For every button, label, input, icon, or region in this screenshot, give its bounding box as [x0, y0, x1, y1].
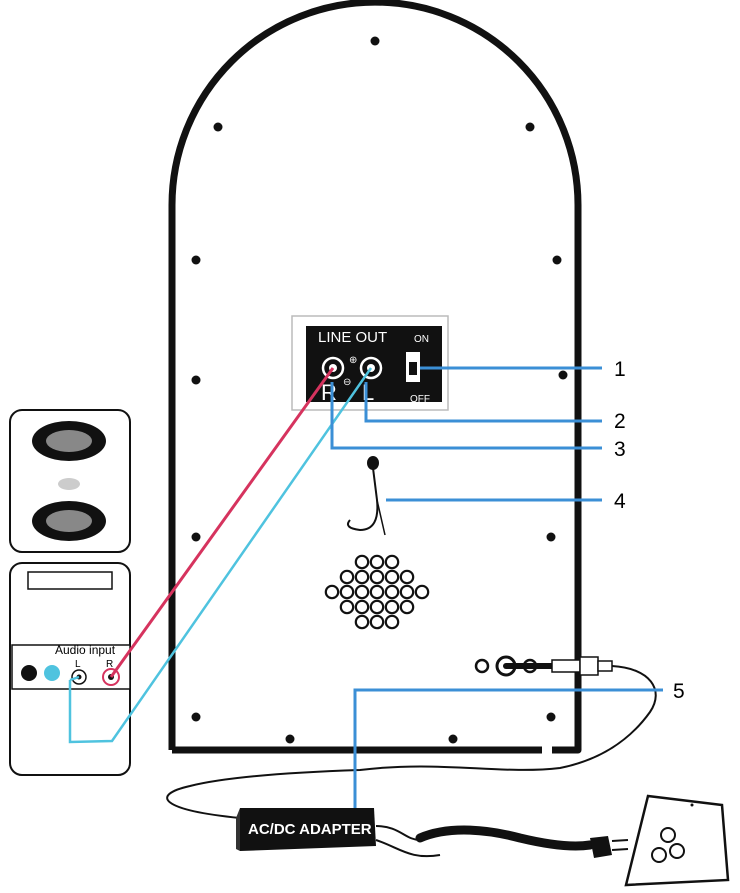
grille-hole [324, 584, 340, 600]
audio-input-label: Audio input [55, 643, 116, 657]
aux-jack[interactable] [44, 665, 60, 681]
grille-hole [369, 569, 385, 585]
minus-marker: ⊖ [343, 377, 351, 388]
switch-off-label: OFF [410, 394, 430, 405]
mains-cord [375, 825, 629, 858]
plus-marker: ⊕ [349, 355, 357, 366]
grille-hole [384, 614, 400, 630]
grille-hole [414, 584, 430, 600]
ac-dc-adapter: AC/DC ADAPTER [236, 808, 376, 851]
grille-hole [399, 569, 415, 585]
leader-5 [353, 688, 663, 808]
power-jack[interactable] [21, 665, 37, 681]
woofer-bottom [32, 501, 106, 541]
grille-hole [384, 569, 400, 585]
grille-hole [369, 554, 385, 570]
grille-hole [399, 584, 415, 600]
leader-3 [330, 382, 602, 450]
speaker-cabinet [168, 0, 582, 754]
adapter-cord [166, 665, 657, 819]
pc-speaker-device: Audio input L R [9, 409, 131, 776]
callout-leaders [330, 366, 663, 808]
audio-input-right-label: R [106, 659, 113, 670]
blue-cable-plug [69, 675, 80, 682]
callout-1: 1 [614, 358, 626, 381]
grille-hole [369, 584, 385, 600]
grille-hole [339, 599, 355, 615]
grille-hole [384, 584, 400, 600]
audio-input-left-label: L [75, 659, 81, 670]
callout-4: 4 [614, 490, 626, 513]
grille-hole [369, 614, 385, 630]
callout-3: 3 [614, 438, 626, 461]
tweeter [58, 478, 80, 490]
grille-hole [354, 599, 370, 615]
blue-audio-cable [68, 367, 373, 744]
grille-hole [354, 569, 370, 585]
grille-hole [339, 584, 355, 600]
speaker-grille [324, 554, 430, 630]
red-audio-cable [109, 367, 335, 678]
line-out-label: LINE OUT [318, 329, 387, 346]
grille-hole [339, 569, 355, 585]
left-channel-label: L [362, 380, 374, 405]
connector-panel: LINE OUT ⊕ ⊖ R L ON OFF [291, 315, 449, 411]
grille-hole [354, 554, 370, 570]
power-switch[interactable] [406, 352, 420, 382]
wall-outlet [624, 794, 730, 887]
switch-on-label: ON [414, 334, 429, 345]
grille-hole [384, 554, 400, 570]
woofer-top [32, 421, 106, 461]
adapter-label: AC/DC ADAPTER [248, 821, 372, 838]
callout-2: 2 [614, 410, 626, 433]
callout-5: 5 [673, 680, 685, 703]
grille-hole [354, 584, 370, 600]
microphone-antenna [347, 456, 386, 536]
dc-plug [506, 656, 613, 676]
grille-hole [399, 599, 415, 615]
cabinet-screws [191, 36, 568, 744]
leader-2 [364, 382, 602, 423]
grille-hole [384, 599, 400, 615]
grille-hole [369, 599, 385, 615]
grille-hole [354, 614, 370, 630]
